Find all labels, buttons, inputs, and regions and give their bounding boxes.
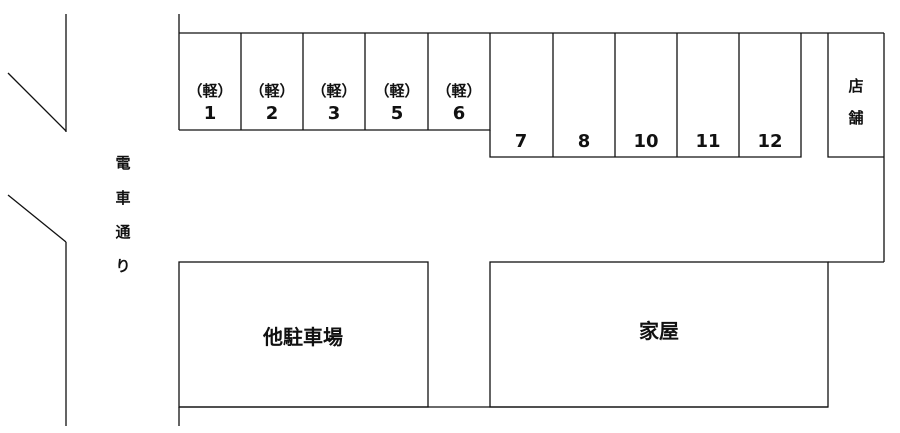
light-car-tag: （軽）	[436, 82, 481, 100]
space-number-6: 6	[453, 103, 466, 124]
store-label-char: 店	[848, 77, 863, 95]
light-car-tag: （軽）	[374, 82, 419, 100]
space-number-1: 1	[204, 103, 217, 124]
road-edge-line	[7, 72, 67, 132]
space-number-2: 2	[266, 103, 279, 124]
space-number-5: 5	[391, 103, 404, 124]
light-car-tag: （軽）	[311, 82, 356, 100]
house-label: 家屋	[639, 319, 679, 343]
road-label: 電 車 通 り	[115, 154, 130, 275]
space-number-11: 11	[695, 131, 720, 152]
store-outline	[827, 33, 884, 158]
road-label-char: り	[115, 257, 130, 275]
light-car-tag: （軽）	[249, 82, 294, 100]
space-number-10: 10	[633, 131, 658, 152]
space-number-12: 12	[757, 131, 782, 152]
space-number-3: 3	[328, 103, 341, 124]
light-car-tag: （軽）	[187, 82, 232, 100]
space-number-7: 7	[515, 131, 528, 152]
store-label-char: 舗	[847, 109, 863, 127]
house-block	[489, 261, 829, 408]
road-edge-line	[7, 194, 67, 243]
parking-space-row-lower-outline	[489, 33, 802, 158]
other-parking-block	[178, 261, 429, 408]
road-label-char: 車	[115, 189, 130, 207]
road-label-char: 通	[115, 223, 130, 241]
space-number-8: 8	[578, 131, 591, 152]
road-label-char: 電	[115, 154, 130, 172]
other-parking-label: 他駐車場	[262, 325, 343, 349]
